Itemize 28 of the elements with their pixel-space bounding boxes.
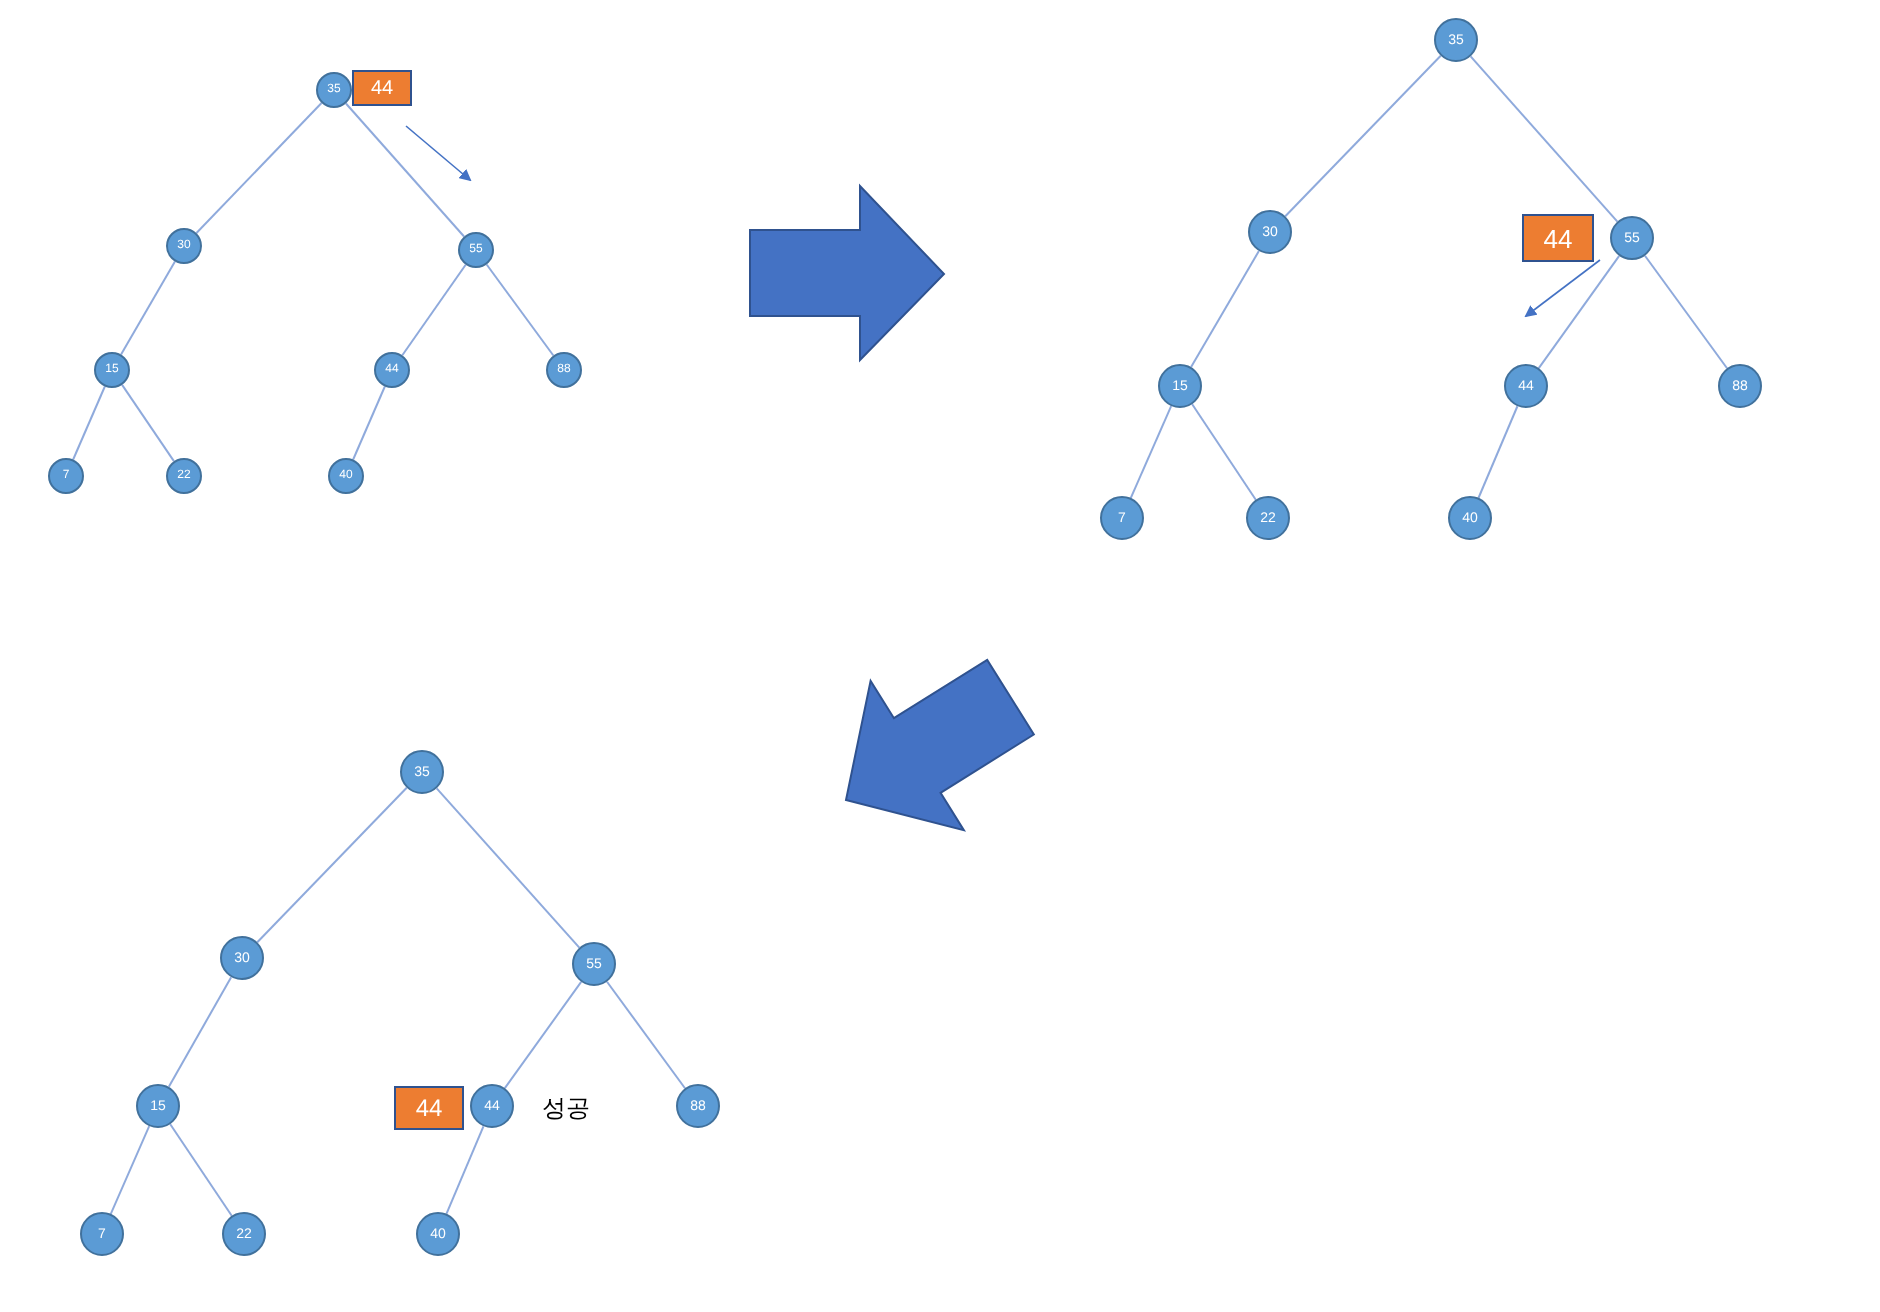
tree-edge bbox=[72, 385, 106, 461]
tree-edge bbox=[1129, 405, 1173, 499]
tree-edge bbox=[352, 385, 386, 461]
value-box: 44 bbox=[352, 70, 412, 106]
tree-edge bbox=[445, 1125, 485, 1215]
tree-edge bbox=[1537, 254, 1621, 370]
tree-edge bbox=[121, 383, 175, 463]
tree-edge bbox=[485, 263, 555, 357]
tree-edge bbox=[606, 980, 686, 1090]
tree-edge bbox=[1477, 405, 1519, 499]
tree-edge bbox=[344, 102, 466, 238]
tree-edge bbox=[435, 787, 581, 949]
tree-edge bbox=[1284, 54, 1442, 218]
tree-edge bbox=[169, 1123, 233, 1217]
result-label: 성공 bbox=[542, 1092, 590, 1126]
tree-edge bbox=[1643, 254, 1729, 370]
tree-edge bbox=[256, 786, 408, 944]
tree-edge bbox=[401, 263, 467, 357]
tree-edge bbox=[109, 1125, 151, 1215]
tree-edge bbox=[1469, 55, 1619, 223]
tree-edge bbox=[195, 101, 323, 235]
tree-edge bbox=[503, 980, 583, 1090]
value-box: 44 bbox=[1522, 214, 1594, 262]
tree-edge bbox=[1190, 250, 1260, 368]
value-box: 44 bbox=[394, 1086, 464, 1130]
tree-edge bbox=[120, 260, 176, 356]
tree-edge bbox=[1191, 403, 1257, 501]
tree-edge bbox=[167, 976, 233, 1088]
